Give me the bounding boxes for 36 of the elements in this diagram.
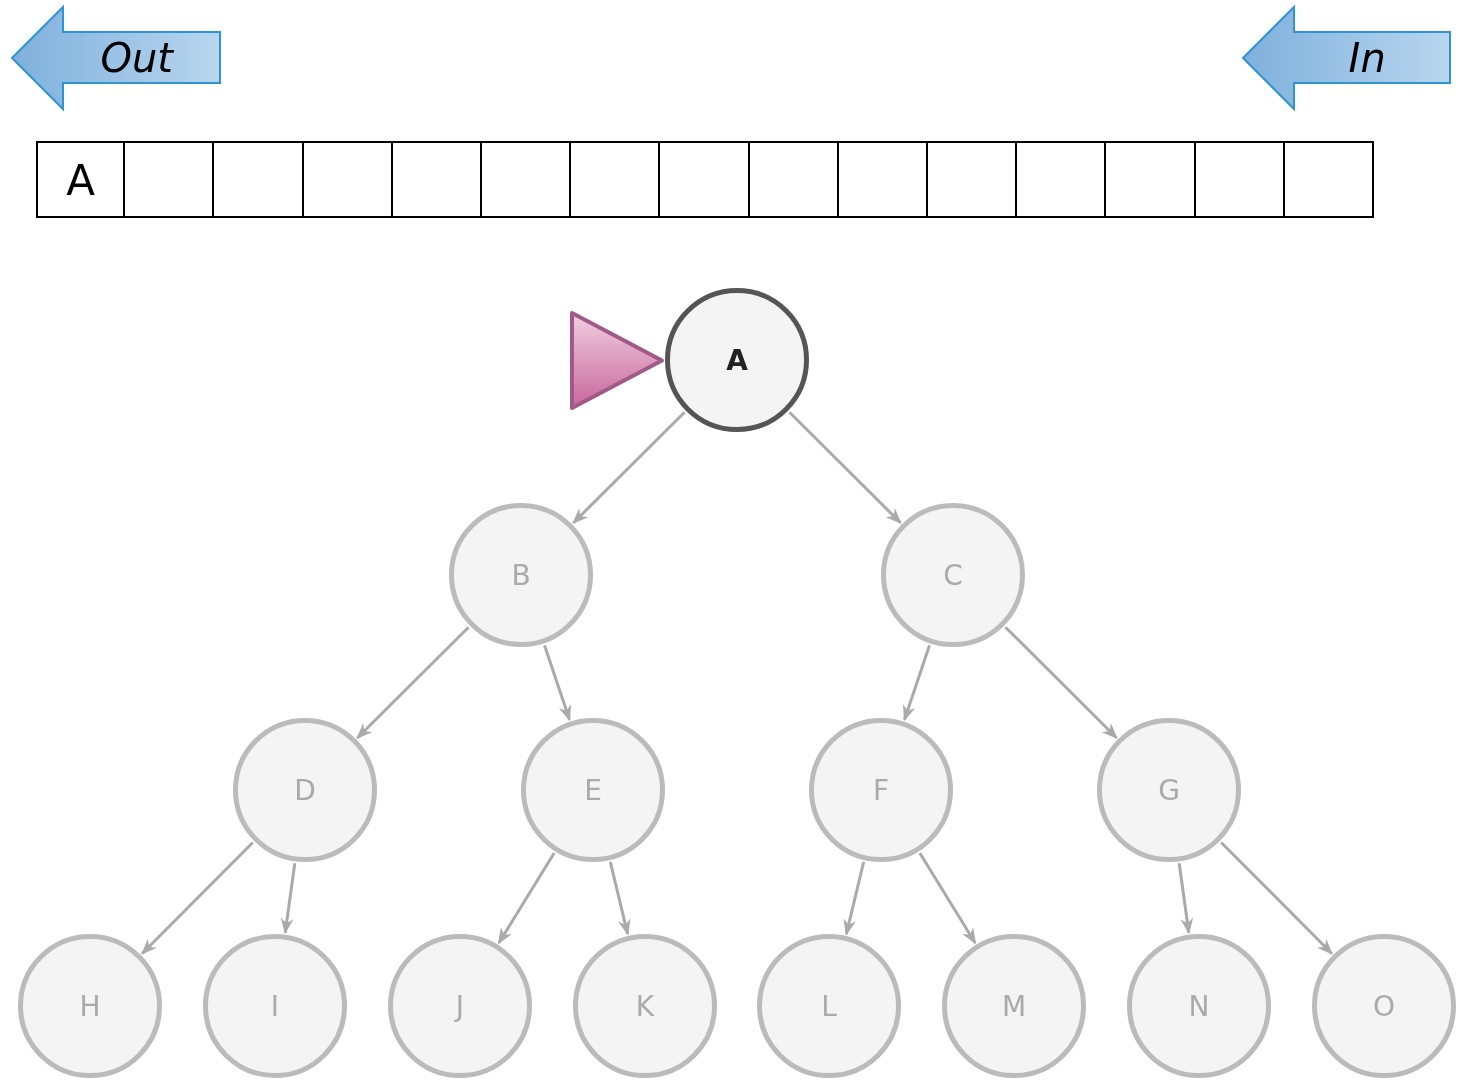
node-label: G bbox=[1158, 773, 1180, 807]
node-label: E bbox=[584, 773, 602, 807]
queue-cell bbox=[36, 141, 126, 218]
node-label: B bbox=[511, 558, 531, 592]
arrow bbox=[788, 411, 902, 524]
arrow bbox=[543, 644, 571, 722]
arrow bbox=[280, 863, 297, 935]
node-label: I bbox=[270, 989, 280, 1023]
cell-value: A bbox=[66, 155, 95, 204]
node-label: M bbox=[1001, 989, 1027, 1023]
arrow-label: In bbox=[1348, 35, 1386, 81]
node-label: D bbox=[294, 773, 316, 807]
node-label: F bbox=[872, 773, 890, 807]
arrow bbox=[141, 841, 254, 955]
arrow-label: Out bbox=[100, 35, 174, 81]
arrow bbox=[918, 852, 977, 945]
arrow bbox=[1177, 863, 1194, 935]
arrow bbox=[843, 861, 866, 936]
arrow bbox=[572, 411, 686, 524]
node-label: N bbox=[1188, 989, 1210, 1023]
arrow bbox=[356, 626, 470, 739]
pointer-icon bbox=[570, 311, 664, 410]
arrow bbox=[608, 861, 631, 936]
node-label: A bbox=[726, 343, 748, 377]
arrow bbox=[1004, 626, 1118, 739]
node-label: O bbox=[1373, 989, 1395, 1023]
node-label: H bbox=[79, 989, 101, 1023]
arrow-shape bbox=[12, 7, 220, 109]
node-label: K bbox=[635, 989, 655, 1023]
arrow bbox=[497, 852, 556, 945]
node-label: J bbox=[455, 989, 465, 1023]
node-label: L bbox=[821, 989, 837, 1023]
arrow-shape bbox=[1243, 7, 1450, 109]
arrow bbox=[903, 644, 931, 722]
arrow bbox=[1220, 841, 1333, 955]
node-label: C bbox=[943, 558, 963, 592]
